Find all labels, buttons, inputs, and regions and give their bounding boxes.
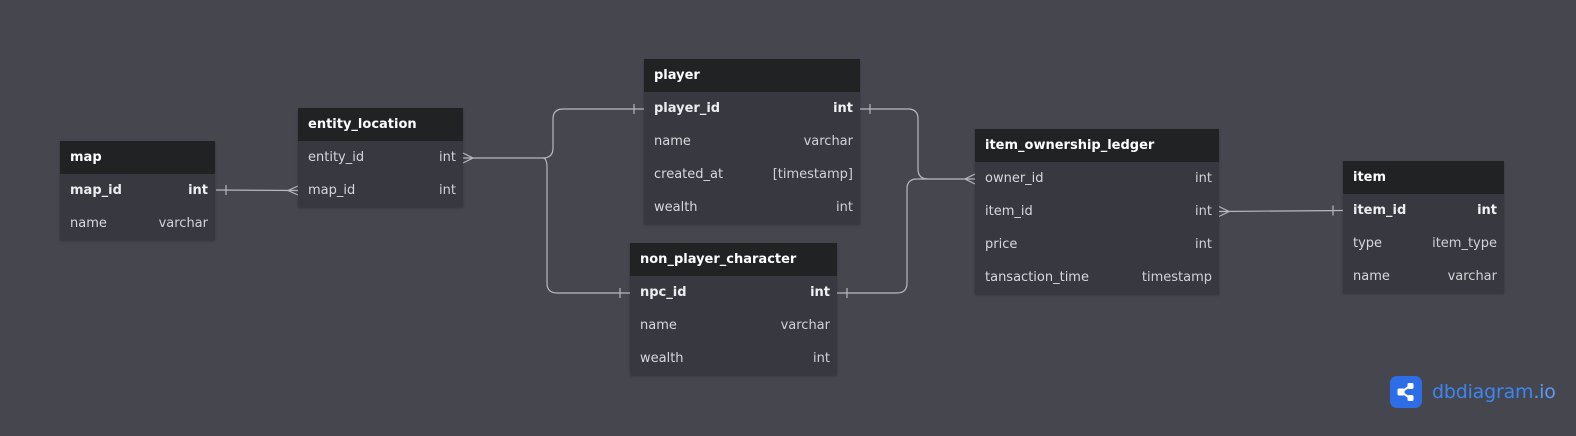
table-row[interactable]: map_id int <box>298 174 463 207</box>
table-row[interactable]: price int <box>975 228 1219 261</box>
field-type: int <box>439 150 456 165</box>
table-row[interactable]: owner_id int <box>975 162 1219 195</box>
table-map[interactable]: map map_id int name varchar <box>60 141 215 240</box>
field-name: price <box>985 237 1018 252</box>
table-item-ownership-ledger[interactable]: item_ownership_ledger owner_id int item_… <box>975 129 1219 294</box>
table-non-player-character[interactable]: non_player_character npc_id int name var… <box>630 243 837 375</box>
field-type: int <box>1195 204 1212 219</box>
field-type: [timestamp] <box>772 167 853 182</box>
rel-player-ledger <box>860 104 976 185</box>
field-name: npc_id <box>640 285 687 300</box>
field-type: int <box>833 101 853 116</box>
field-name: name <box>1353 269 1390 284</box>
brand-name: dbdiagram.io <box>1432 381 1556 403</box>
field-type: int <box>1477 203 1497 218</box>
field-name: name <box>654 134 691 149</box>
table-row[interactable]: item_id int <box>975 195 1219 228</box>
field-type: varchar <box>803 134 853 149</box>
field-type: timestamp <box>1141 270 1212 285</box>
field-type: int <box>813 351 830 366</box>
share-icon <box>1390 376 1422 408</box>
field-name: type <box>1353 236 1383 251</box>
table-header[interactable]: non_player_character <box>630 243 837 276</box>
rel-entity-location-npc <box>542 157 630 298</box>
field-name: owner_id <box>985 171 1044 186</box>
field-name: item_id <box>985 204 1033 219</box>
field-name: wealth <box>654 200 698 215</box>
field-name: name <box>70 216 107 231</box>
table-row[interactable]: name varchar <box>1343 260 1504 293</box>
field-type: varchar <box>158 216 208 231</box>
table-row[interactable]: type item_type <box>1343 227 1504 260</box>
field-name: created_at <box>654 167 724 182</box>
table-item[interactable]: item item_id int type item_type name var… <box>1343 161 1504 293</box>
field-name: tansaction_time <box>985 270 1089 285</box>
field-type: varchar <box>780 318 830 333</box>
table-row[interactable]: player_id int <box>644 92 860 125</box>
field-name: item_id <box>1353 203 1407 218</box>
rel-entity-location-player <box>462 104 644 164</box>
field-name: map_id <box>308 183 356 198</box>
field-type: int <box>439 183 456 198</box>
field-type: int <box>1195 237 1212 252</box>
field-type: int <box>836 200 853 215</box>
table-row[interactable]: name varchar <box>644 125 860 158</box>
field-type: varchar <box>1447 269 1497 284</box>
table-header[interactable]: player <box>644 59 860 92</box>
table-row[interactable]: item_id int <box>1343 194 1504 227</box>
field-type: int <box>1195 171 1212 186</box>
field-type: item_type <box>1432 236 1497 251</box>
field-name: player_id <box>654 101 721 116</box>
table-header[interactable]: item_ownership_ledger <box>975 129 1219 162</box>
table-row[interactable]: wealth int <box>630 342 837 375</box>
rel-ledger-item <box>1218 205 1344 218</box>
field-name: wealth <box>640 351 684 366</box>
table-row[interactable]: wealth int <box>644 191 860 224</box>
table-header[interactable]: entity_location <box>298 108 463 141</box>
table-row[interactable]: npc_id int <box>630 276 837 309</box>
field-name: map_id <box>70 183 122 198</box>
table-header[interactable]: map <box>60 141 215 174</box>
table-header[interactable]: item <box>1343 161 1504 194</box>
field-type: int <box>810 285 830 300</box>
table-row[interactable]: entity_id int <box>298 141 463 174</box>
table-row[interactable]: created_at [timestamp] <box>644 158 860 191</box>
table-row[interactable]: tansaction_time timestamp <box>975 261 1219 294</box>
table-player[interactable]: player player_id int name varchar create… <box>644 59 860 224</box>
table-row[interactable]: name varchar <box>630 309 837 342</box>
table-row[interactable]: name varchar <box>60 207 215 240</box>
table-entity-location[interactable]: entity_location entity_id int map_id int <box>298 108 463 207</box>
table-row[interactable]: map_id int <box>60 174 215 207</box>
field-type: int <box>188 183 208 198</box>
field-name: entity_id <box>308 150 365 165</box>
field-name: name <box>640 318 677 333</box>
rel-map-entity-location <box>215 185 299 196</box>
brand-link[interactable]: dbdiagram.io <box>1390 376 1556 408</box>
